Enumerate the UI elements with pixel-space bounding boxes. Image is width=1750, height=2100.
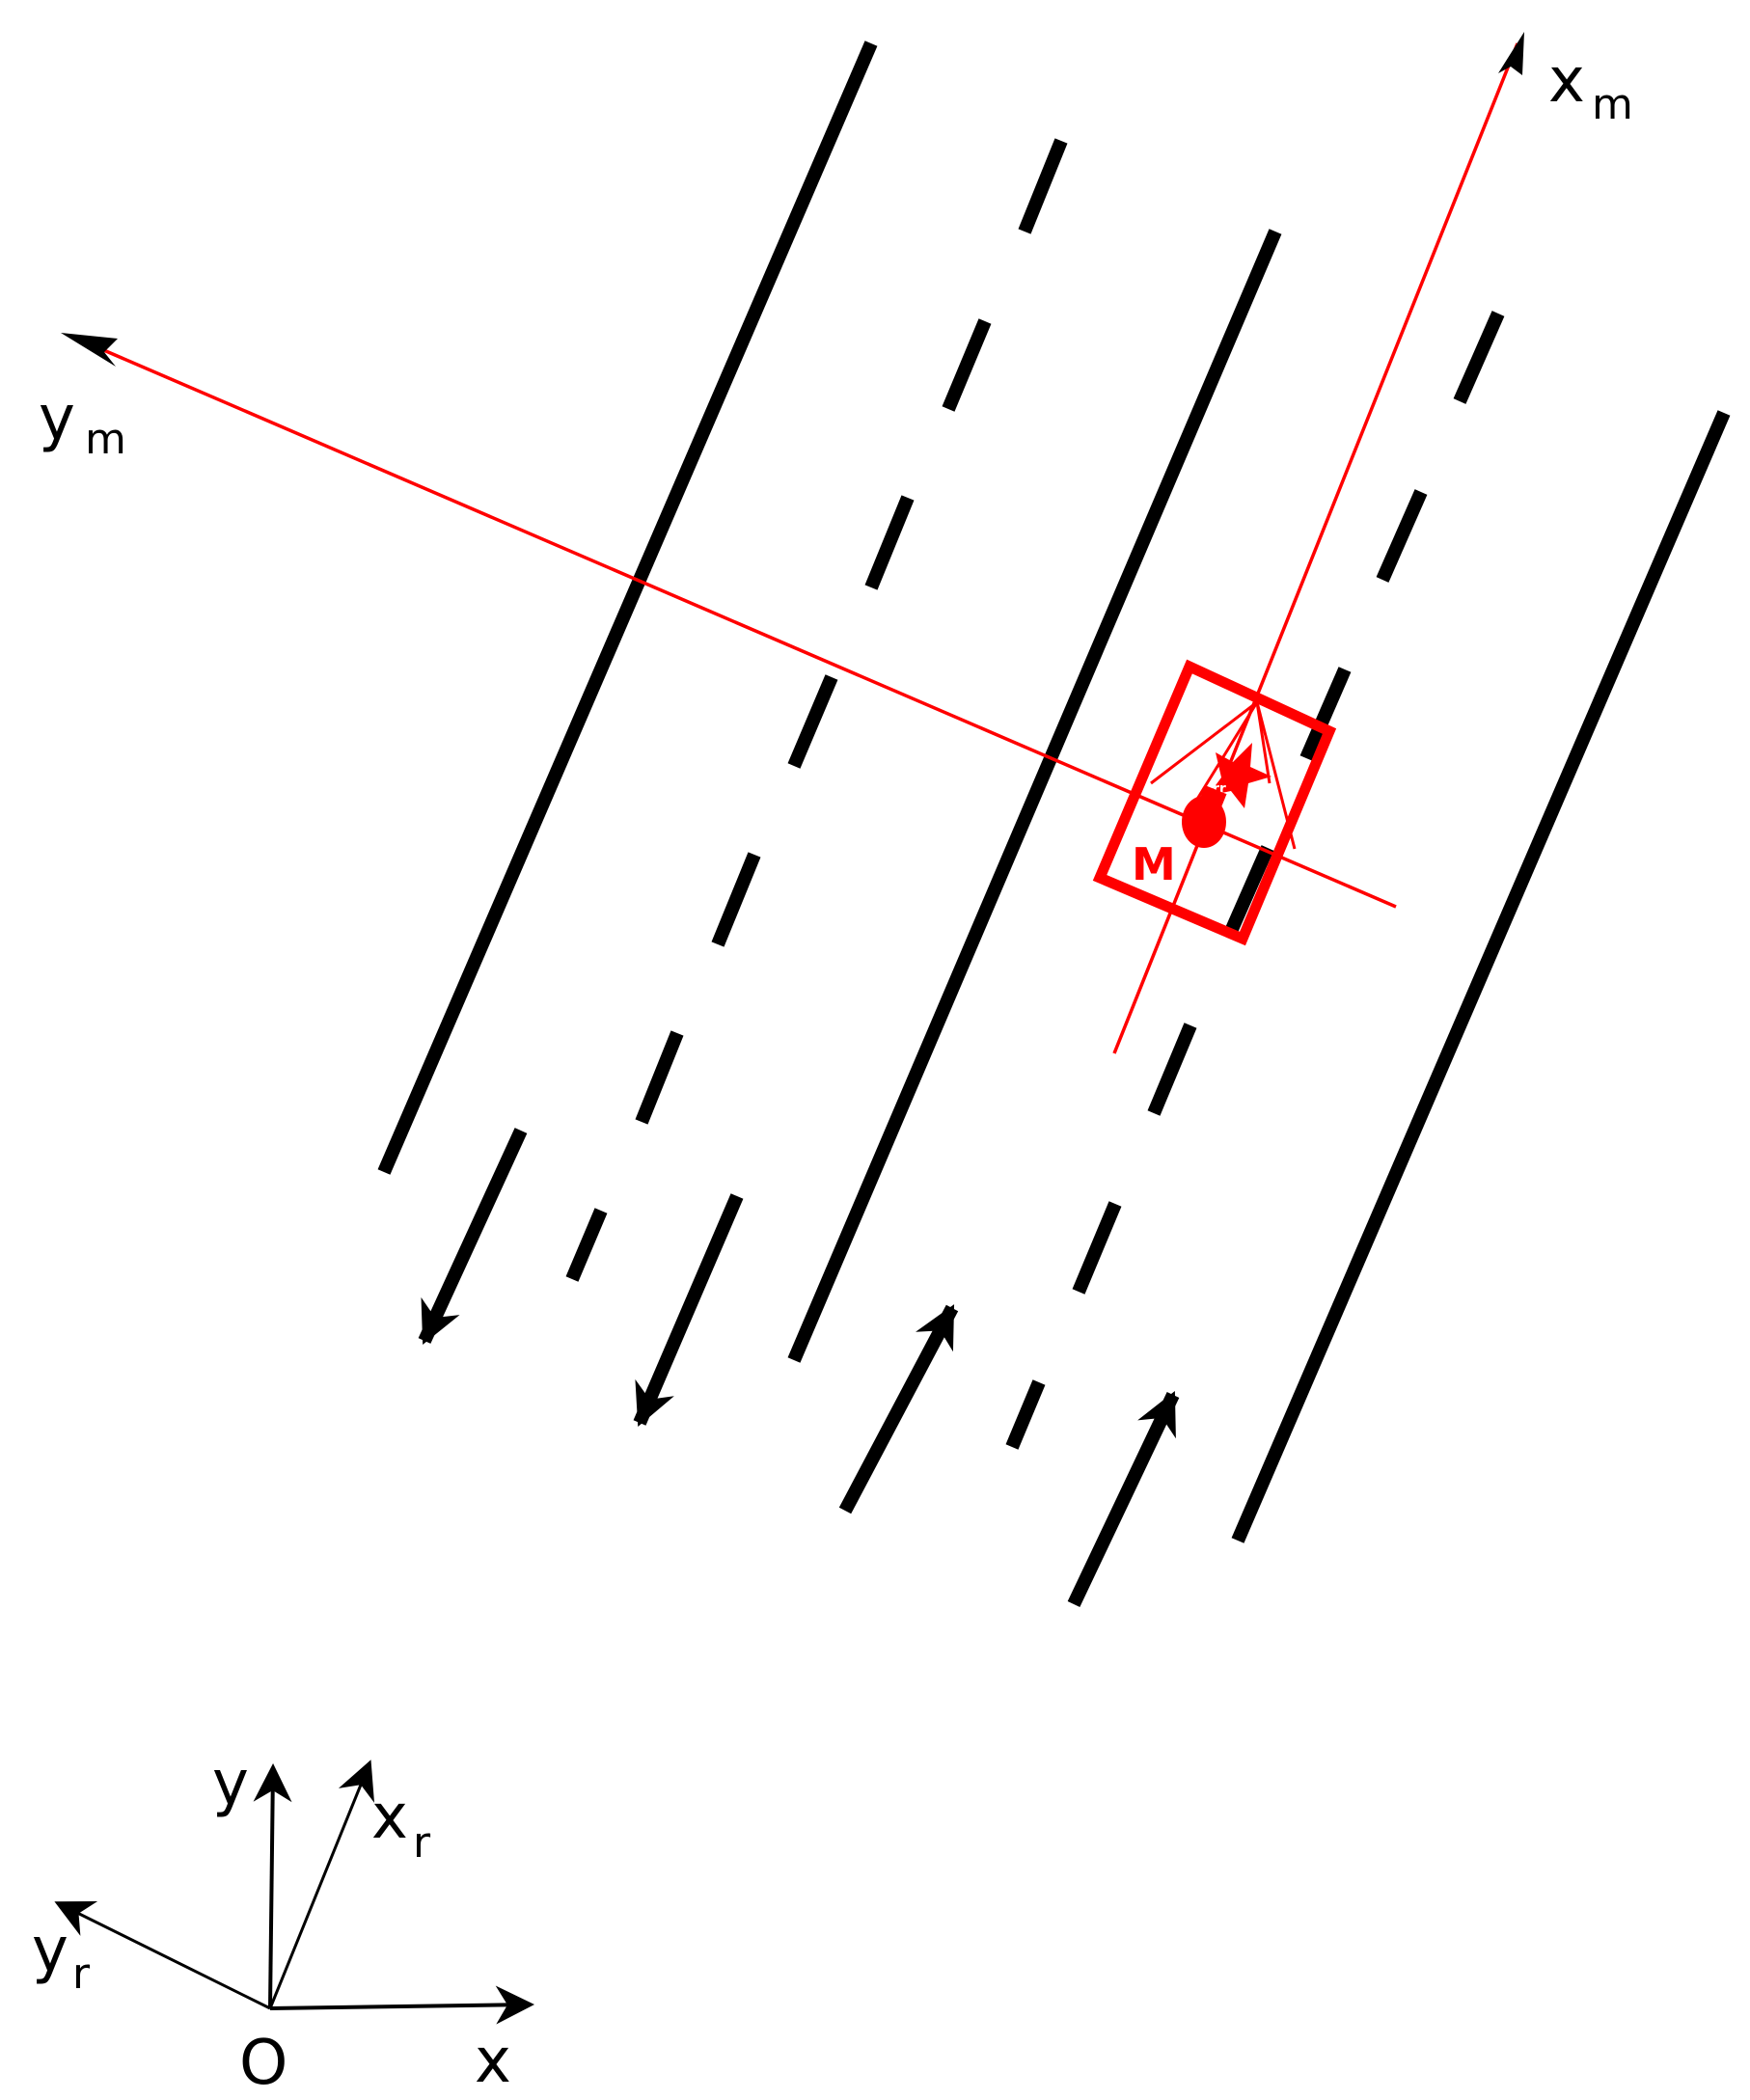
map-y-label: y m <box>39 383 126 464</box>
dashed-lane-line-right <box>1005 311 1505 1450</box>
robot-x-axis <box>268 1759 375 2009</box>
svg-text:x: x <box>475 2026 511 2097</box>
svg-text:y: y <box>212 1748 249 1819</box>
svg-text:r: r <box>413 1818 431 1868</box>
map-x-axis <box>1112 42 1519 1054</box>
ref-y-label: y <box>212 1748 249 1819</box>
svg-text:r: r <box>72 1950 91 1999</box>
svg-text:x: x <box>371 1782 408 1853</box>
robot-icon <box>1182 785 1227 848</box>
traffic-arrow-down-1 <box>418 1128 528 1345</box>
road-solid-line-1 <box>377 41 878 1175</box>
svg-text:y: y <box>39 383 75 454</box>
robot-x-label: x r <box>371 1782 431 1868</box>
road-solid-line-2 <box>787 229 1282 1363</box>
robot-y-axis <box>54 1901 271 2010</box>
ref-x-axis <box>269 1985 534 2025</box>
svg-text:O: O <box>239 2028 287 2099</box>
traffic-arrow-up-1 <box>838 1304 959 1514</box>
road <box>377 41 1731 1608</box>
ref-y-axis <box>253 1763 292 2009</box>
map-x-label: x m <box>1548 45 1633 129</box>
svg-text:y: y <box>32 1915 68 1986</box>
traffic-arrow-up-2 <box>1067 1391 1180 1608</box>
svg-text:m: m <box>85 415 126 464</box>
star-icon <box>1208 743 1271 808</box>
map-x-arrow-head-icon <box>1498 32 1524 75</box>
robot-y-label: y r <box>32 1915 91 1999</box>
svg-text:x: x <box>1548 45 1585 117</box>
origin-label: O <box>239 2028 287 2099</box>
map-frame: rr M <box>61 32 1524 1054</box>
road-solid-line-3 <box>1231 410 1731 1543</box>
map-y-arrow-head-icon <box>61 333 118 367</box>
vehicle-label: M <box>1132 838 1176 890</box>
map-y-axis <box>78 338 1397 909</box>
reference-frame <box>54 1759 534 2025</box>
dashed-lane-line-left <box>565 138 1068 1282</box>
vehicle-heading-lines <box>1150 700 1297 850</box>
traffic-arrow-down-2 <box>633 1193 744 1428</box>
svg-text:m: m <box>1592 80 1633 129</box>
ref-x-label: x <box>475 2026 511 2097</box>
vehicle-box <box>1092 659 1337 946</box>
